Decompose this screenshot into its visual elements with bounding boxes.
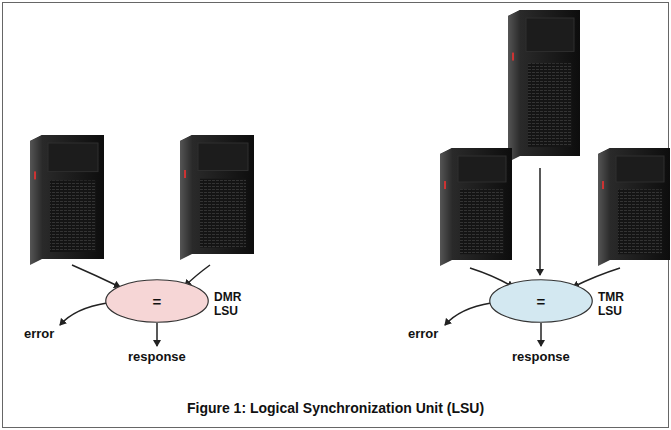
server-tower — [180, 135, 254, 260]
frame — [3, 3, 669, 428]
server-tower — [30, 135, 104, 265]
output-label: error — [408, 326, 438, 341]
lsu-label: DMR LSU — [214, 290, 254, 318]
lsu-ellipse: =DMR LSU — [105, 279, 209, 323]
server-tower — [508, 10, 580, 162]
output-label: response — [512, 349, 570, 364]
equality-symbol: = — [105, 279, 209, 323]
output-label: response — [128, 349, 186, 364]
server-tower — [598, 148, 670, 266]
arrows — [60, 168, 620, 346]
equality-symbol: = — [489, 279, 593, 323]
server-tower — [440, 148, 512, 266]
output-label: error — [24, 326, 54, 341]
figure-caption: Figure 1: Logical Synchronization Unit (… — [187, 400, 484, 416]
lsu-ellipse: =TMR LSU — [489, 279, 593, 323]
lsu-label: TMR LSU — [598, 290, 638, 318]
